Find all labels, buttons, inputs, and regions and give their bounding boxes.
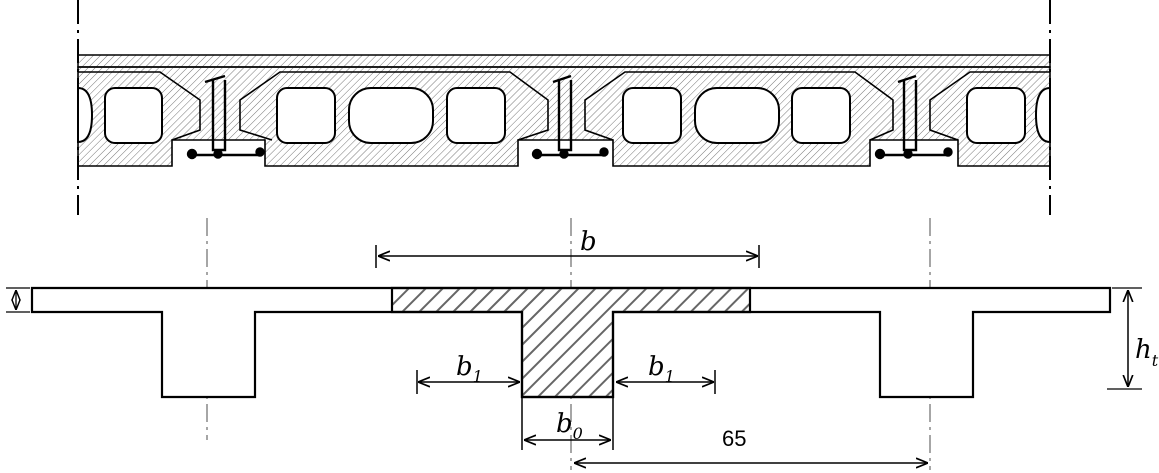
block-void [446,87,506,144]
dim-b1-right-label: b1 [648,352,675,386]
rib-reinforcement [186,74,953,160]
dim-b-label: b [580,227,597,257]
block-void [622,87,682,144]
block-void [104,87,163,144]
block-void [1034,86,1051,144]
dim-spacing-label: 65 [722,426,746,451]
compression-slab [77,54,1051,68]
block-void [791,87,851,144]
effective-t-section [390,286,752,399]
hollow-blocks [77,86,1051,144]
block-void [966,87,1026,144]
block-void [77,86,94,144]
t-beam-section: b ht b1 b1 b0 65 [6,218,1159,470]
block-shells [78,71,1050,141]
dim-ht-label: ht [1135,335,1159,370]
floor-section [77,0,1051,215]
dim-b1-left-label: b1 [456,352,483,386]
block-void [276,87,336,144]
dim-b0-label: b0 [556,409,583,443]
block-void [694,87,780,144]
block-void [348,87,434,144]
